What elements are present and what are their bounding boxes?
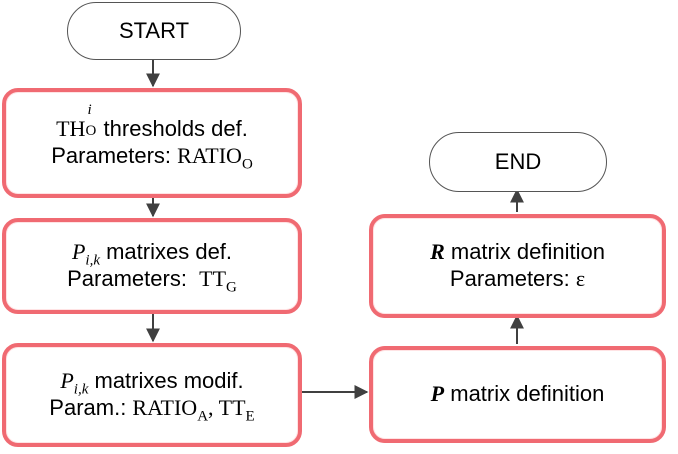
pik-modification-box: Pi,k matrixes modif. Param.: RATIOA, TTE [2, 343, 302, 447]
ratio-a-symbol: RATIO [132, 395, 198, 420]
end-label: END [494, 148, 542, 174]
thresholds-parameters-line: Parameters: RATIOO [51, 143, 253, 173]
r-matrix-definition-box: R matrix definition Parameters: ε [369, 214, 666, 318]
pik-modification-parameters-line: Param.: RATIOA, TTE [49, 395, 255, 425]
end-terminal: END [429, 132, 607, 192]
p-symbol: P [71, 239, 86, 265]
tt-g-symbol: TT [199, 266, 227, 291]
epsilon-symbol: ε [575, 266, 586, 291]
pik-definition-parameters-line: Parameters: TTG [67, 266, 237, 296]
start-label: START [118, 17, 190, 43]
start-terminal: START [67, 2, 241, 60]
r-bold-symbol: R [430, 239, 445, 265]
th-symbol: TH [56, 116, 86, 142]
p-symbol: P [60, 368, 74, 394]
r-matrix-parameters-line: Parameters: ε [449, 266, 586, 291]
p-matrix-line: P matrix definition [430, 381, 605, 407]
pik-definition-line: Pi,k matrixes def. [71, 239, 233, 269]
tt-e-symbol: TT [218, 395, 246, 420]
p-matrix-definition-box: P matrix definition [369, 346, 666, 443]
thresholds-text: thresholds def. [97, 116, 248, 142]
pik-definition-box: Pi,k matrixes def. Parameters: TTG [2, 218, 302, 314]
pik-modification-line: Pi,k matrixes modif. [60, 368, 244, 398]
p-bold-symbol: P [430, 381, 445, 407]
ratio-o-symbol: RATIO [177, 143, 242, 168]
r-matrix-line: R matrix definition [430, 239, 605, 265]
